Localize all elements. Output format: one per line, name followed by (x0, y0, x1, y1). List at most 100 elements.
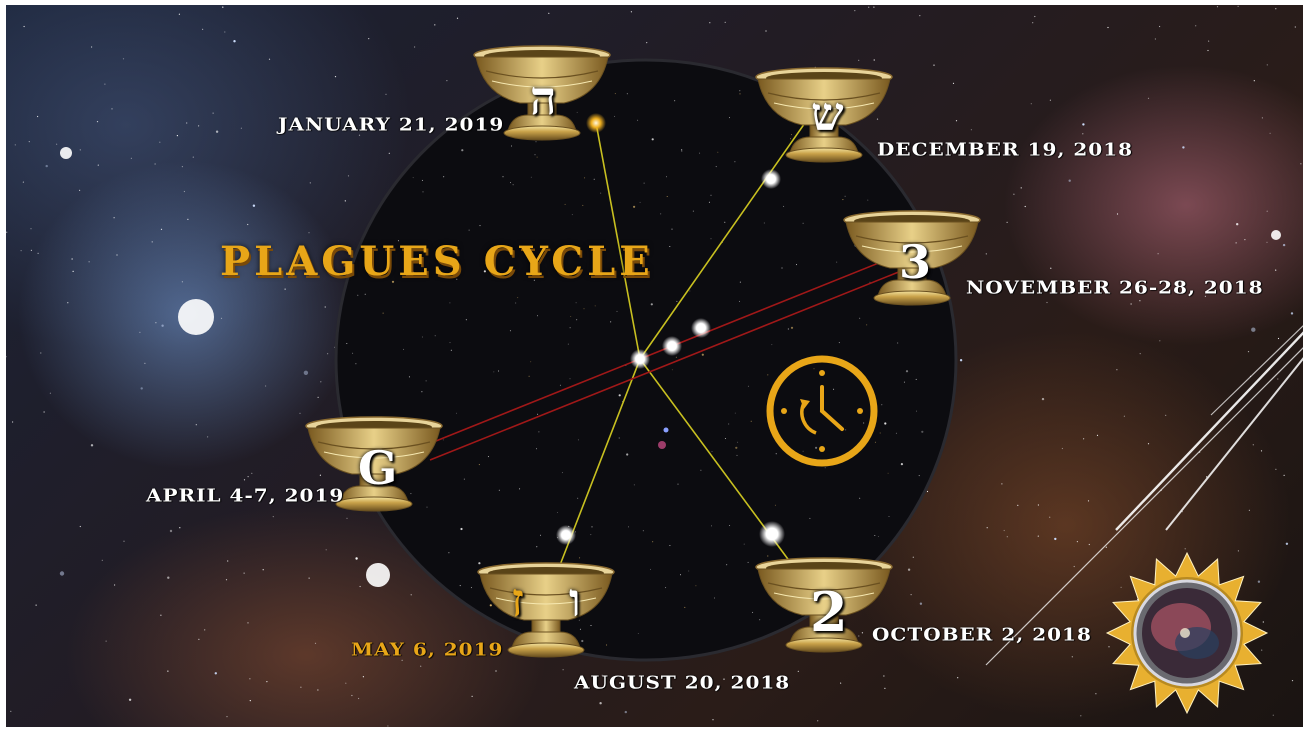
circle-star (681, 149, 682, 150)
circle-star (889, 516, 890, 517)
slide: Plagues Cycle (6, 5, 1303, 727)
circle-star (423, 191, 424, 192)
circle-star (734, 161, 735, 162)
circle-star (897, 343, 898, 344)
circle-star (576, 319, 577, 320)
circle-star (421, 391, 422, 392)
circle-star (884, 422, 886, 424)
circle-star (633, 206, 635, 208)
bowl-5-numeral: ה (530, 75, 556, 121)
circle-star (651, 303, 653, 305)
circle-star (435, 335, 436, 336)
circle-star (535, 154, 536, 155)
date-label-bowl-7-secondary: May 6, 2019 (351, 638, 503, 660)
circle-star (582, 205, 583, 206)
circle-star (536, 448, 537, 449)
circle-star (557, 512, 558, 513)
circle-star (867, 200, 868, 201)
circle-star (859, 498, 860, 499)
circle-star (529, 376, 530, 377)
circle-star (739, 90, 740, 91)
circle-star (357, 295, 358, 296)
circle-star (409, 376, 410, 377)
star-point (630, 349, 650, 369)
circle-star (776, 453, 777, 454)
circle-star (711, 195, 712, 196)
circle-star (570, 327, 571, 328)
bowl-6-numeral: G (358, 445, 397, 491)
bowl-4-numeral: ש (811, 91, 844, 137)
circle-star (562, 472, 563, 473)
circle-star (461, 149, 463, 151)
circle-star (702, 354, 704, 356)
clock-icon (770, 359, 874, 463)
circle-star (839, 342, 840, 343)
bowl-3-numeral: 3 (899, 239, 931, 285)
circle-star (590, 534, 591, 535)
circle-star (767, 374, 768, 375)
circle-star (725, 438, 726, 439)
circle-star (699, 153, 700, 154)
circle-star (711, 238, 712, 239)
circle-star (845, 429, 846, 430)
circle-star (572, 214, 573, 215)
circle-star (466, 319, 467, 320)
circle-star (600, 193, 601, 194)
streak-line (1166, 355, 1303, 530)
circle-star (449, 302, 450, 303)
circle-star (729, 117, 730, 118)
circle-star (751, 421, 752, 422)
circle-star (537, 315, 538, 316)
circle-star (615, 93, 616, 94)
circle-star (700, 470, 701, 471)
circle-star (728, 424, 729, 425)
circle-star (748, 562, 749, 563)
circle-star (693, 211, 694, 212)
circle-star (695, 585, 696, 586)
circle-star (842, 199, 843, 200)
circle-star (740, 93, 741, 94)
date-label-bowl-7-primary: August 20, 2018 (574, 671, 790, 693)
circle-star (809, 518, 810, 519)
circle-star (579, 557, 580, 558)
circle-star (748, 386, 749, 387)
circle-star (513, 184, 514, 185)
circle-star (640, 202, 641, 203)
circle-star (771, 344, 772, 345)
circle-star (650, 569, 651, 570)
nebula-dot (658, 441, 666, 449)
circle-star (764, 223, 765, 224)
circle-star (737, 442, 738, 443)
circle-star (610, 321, 611, 322)
date-label-bowl-2: October 2, 2018 (872, 623, 1092, 645)
circle-star (689, 291, 690, 292)
page-title: Plagues Cycle (220, 238, 654, 285)
circle-star (669, 246, 670, 247)
circle-star (863, 423, 864, 424)
circle-star (511, 146, 512, 147)
circle-star (921, 431, 923, 433)
circle-star (667, 196, 668, 197)
circle-star (464, 479, 465, 480)
circle-star (634, 484, 635, 485)
circle-star (346, 343, 347, 344)
circle-star (874, 535, 875, 536)
nebula-dot (664, 428, 669, 433)
circle-star (724, 222, 725, 223)
circle-star (426, 380, 427, 381)
circle-star (859, 318, 860, 319)
circle-star (836, 262, 837, 263)
circle-star (538, 431, 539, 432)
circle-star (537, 414, 538, 415)
circle-star (878, 536, 879, 537)
circle-star (493, 371, 494, 372)
circle-star (365, 294, 366, 295)
circle-star (498, 371, 499, 372)
circle-star (901, 463, 903, 465)
circle-star (919, 475, 920, 476)
circle-star (565, 204, 566, 205)
circle-star (515, 303, 516, 304)
circle-star (570, 378, 571, 379)
star-point (761, 169, 781, 189)
circle-star (803, 223, 804, 224)
